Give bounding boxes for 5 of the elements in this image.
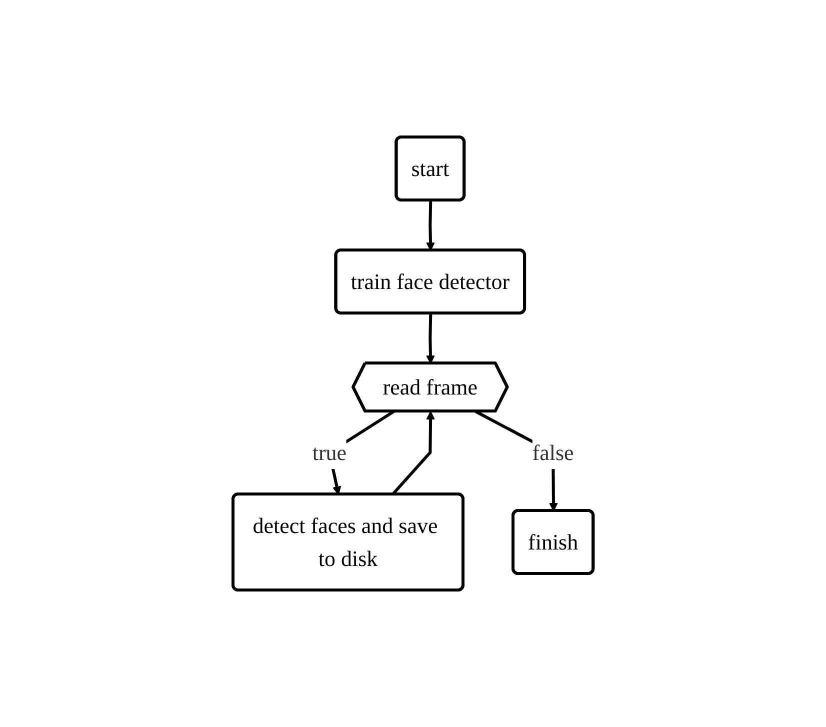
arrow (426, 200, 435, 251)
edge-label: false (532, 440, 574, 465)
arrow (426, 313, 435, 364)
edge-label: true (312, 440, 346, 465)
arrow (391, 411, 435, 496)
